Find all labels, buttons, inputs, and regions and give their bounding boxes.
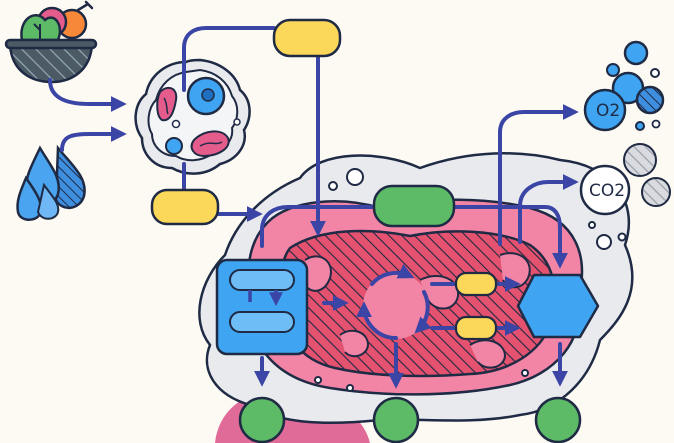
water-drops-icon	[17, 148, 84, 220]
oxygen-molecule-icon: O2	[585, 42, 663, 130]
yellow-node-left	[152, 190, 218, 224]
cycle-arrow-icon	[363, 273, 429, 339]
yellow-node-inner-1	[456, 273, 496, 295]
carbon-dioxide-molecule-icon: CO2	[581, 144, 670, 214]
yellow-node-top	[274, 20, 340, 56]
carbon-dioxide-label: CO2	[589, 181, 625, 201]
green-output-middle	[374, 398, 418, 442]
blue-module	[217, 260, 307, 354]
yellow-node-inner-2	[456, 317, 496, 339]
green-node-top	[374, 186, 454, 226]
green-output-left	[240, 398, 284, 442]
cell-icon	[136, 60, 250, 174]
blue-hexagon	[518, 275, 598, 337]
oxygen-label: O2	[596, 101, 620, 121]
food-bowl-icon	[6, 2, 96, 82]
green-output-right	[536, 398, 580, 442]
